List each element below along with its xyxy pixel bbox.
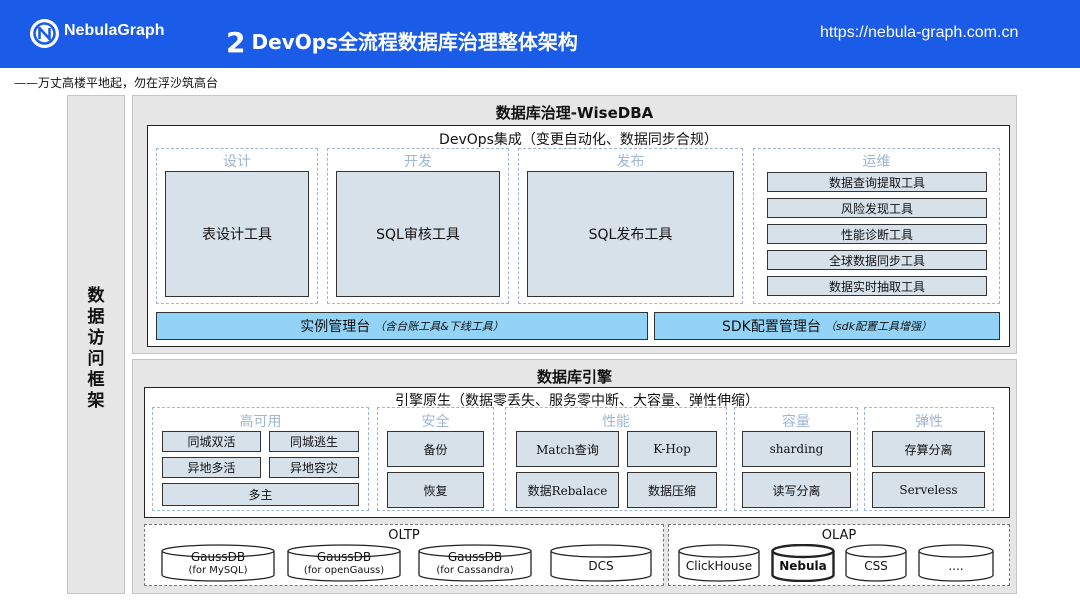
db-sub: (for MySQL) [188, 564, 248, 576]
sdk-console-button[interactable]: SDK配置管理台（sdk配置工具增强） [654, 312, 1000, 340]
sdk-console-note: （sdk配置工具增强） [824, 320, 932, 333]
data-access-framework-panel: 数 据 访 问 框 架 [67, 95, 125, 594]
same-city-active-active[interactable]: 同城双活 [162, 431, 261, 452]
db-name: .... [948, 559, 964, 573]
match-query[interactable]: Match查询 [516, 431, 619, 467]
sql-release-tool[interactable]: SQL发布工具 [527, 171, 734, 297]
multi-site-active[interactable]: 异地多活 [162, 457, 261, 478]
sharding[interactable]: sharding [742, 431, 851, 467]
db-name: ClickHouse [685, 559, 753, 573]
risk-discovery-tool[interactable]: 风险发现工具 [767, 198, 987, 218]
title-text: DevOps全流程数据库治理整体架构 [251, 30, 578, 54]
performance-diagnosis-tool[interactable]: 性能诊断工具 [767, 224, 987, 244]
data-compression[interactable]: 数据压缩 [627, 472, 717, 508]
table-design-tool[interactable]: 表设计工具 [165, 171, 309, 297]
wisedba-title: 数据库治理-WiseDBA [495, 104, 654, 122]
db-name: GaussDB [316, 549, 372, 564]
header-url: https://nebula-graph.com.cn [820, 24, 1019, 41]
db-name: Nebula [779, 559, 827, 573]
cylinder-shape [845, 544, 907, 582]
db-cylinder-gaussdb-mysql[interactable]: GaussDB (for MySQL) [161, 544, 275, 582]
restore[interactable]: 恢复 [387, 472, 484, 508]
side-char: 数 [87, 286, 105, 306]
release-title: 发布 [616, 154, 645, 170]
side-char: 访 [87, 328, 105, 348]
brand-name: NebulaGraph [64, 22, 165, 39]
data-rebalance[interactable]: 数据Rebalace [516, 472, 619, 508]
cylinder-shape [771, 544, 835, 582]
data-query-extract-tool[interactable]: 数据查询提取工具 [767, 172, 987, 192]
side-char: 问 [87, 349, 105, 369]
cylinder-shape [161, 544, 275, 582]
ops-title: 运维 [862, 154, 891, 170]
global-data-sync-tool[interactable]: 全球数据同步工具 [767, 250, 987, 270]
side-char: 框 [87, 370, 105, 390]
backup[interactable]: 备份 [387, 431, 484, 467]
remote-disaster-recovery[interactable]: 异地容灾 [269, 457, 359, 478]
db-cylinder-more[interactable]: .... [918, 544, 994, 582]
engine-title: 数据库引擎 [536, 368, 612, 386]
nebula-logo-icon [30, 19, 59, 48]
realtime-data-extract-tool[interactable]: 数据实时抽取工具 [767, 276, 987, 296]
db-name: GaussDB [447, 549, 503, 564]
multi-master[interactable]: 多主 [162, 483, 359, 506]
title-number: 2 [226, 26, 246, 59]
db-sub: (for Cassandra) [436, 564, 514, 576]
cylinder-shape [550, 544, 652, 582]
cylinder-shape [418, 544, 532, 582]
develop-title: 开发 [404, 154, 432, 170]
db-cylinder-dcs[interactable]: DCS [550, 544, 652, 582]
performance-title: 性能 [602, 414, 630, 430]
elastic-title: 弹性 [915, 414, 943, 430]
sdk-console-label: SDK配置管理台 [722, 319, 821, 335]
instance-console-note: （含台账工具&下线工具） [374, 320, 504, 333]
db-cylinder-nebula[interactable]: Nebula [771, 544, 835, 582]
side-char: 据 [87, 307, 105, 327]
devops-caption: DevOps集成（变更自动化、数据同步合规） [439, 132, 718, 148]
db-name: GaussDB [190, 549, 246, 564]
ha-title: 高可用 [239, 414, 282, 430]
engine-caption: 引擎原生（数据零丢失、服务零中断、大容量、弹性伸缩） [395, 393, 759, 409]
read-write-split[interactable]: 读写分离 [742, 472, 851, 508]
oltp-title: OLTP [388, 528, 420, 543]
sql-review-tool[interactable]: SQL审核工具 [336, 171, 500, 297]
security-title: 安全 [421, 414, 450, 430]
db-name: DCS [588, 559, 614, 573]
design-title: 设计 [223, 154, 251, 170]
db-cylinder-clickhouse[interactable]: ClickHouse [678, 544, 760, 582]
instance-console-button[interactable]: 实例管理台（含台账工具&下线工具） [156, 312, 648, 340]
serverless[interactable]: Serveless [872, 472, 985, 508]
db-cylinder-gaussdb-opengauss[interactable]: GaussDB (for openGauss) [287, 544, 401, 582]
db-name: CSS [864, 559, 888, 573]
db-cylinder-gaussdb-cassandra[interactable]: GaussDB (for Cassandra) [418, 544, 532, 582]
capacity-title: 容量 [782, 414, 810, 430]
instance-console-label: 实例管理台 [300, 319, 371, 335]
same-city-escape[interactable]: 同城逃生 [269, 431, 359, 452]
cylinder-shape [287, 544, 401, 582]
olap-title: OLAP [821, 528, 857, 543]
side-char: 架 [87, 391, 105, 411]
data-access-framework-label: 数 据 访 问 框 架 [68, 286, 124, 412]
compute-storage-separation[interactable]: 存算分离 [872, 431, 985, 467]
cylinder-shape [678, 544, 760, 582]
k-hop[interactable]: K-Hop [627, 431, 717, 467]
subtitle: ——万丈高楼平地起，勿在浮沙筑高台 [14, 76, 219, 90]
db-cylinder-css[interactable]: CSS [845, 544, 907, 582]
cylinder-shape [918, 544, 994, 582]
header-bar [0, 0, 1080, 68]
db-sub: (for openGauss) [303, 564, 385, 576]
